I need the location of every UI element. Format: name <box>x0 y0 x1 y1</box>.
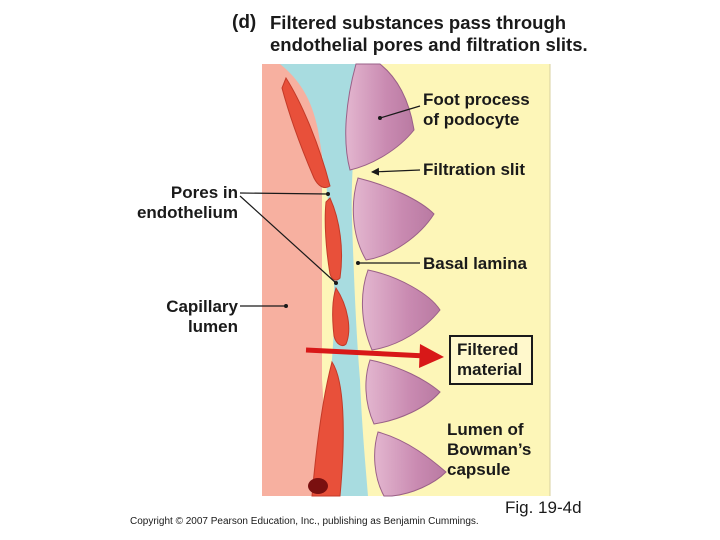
leader-dot-foot-process <box>378 116 382 120</box>
endothelium-segment-4 <box>311 360 344 497</box>
label-bowman-line1: Lumen of <box>447 420 524 439</box>
figure-title: Filtered substances pass through endothe… <box>270 12 588 56</box>
label-capillary-lumen: Capillary lumen <box>110 297 238 337</box>
label-bowman-lumen: Lumen of Bowman’s capsule <box>447 420 531 480</box>
capillary-lumen-edge <box>262 64 324 496</box>
foot-process-4 <box>365 359 441 425</box>
label-pores-endothelium: Pores in endothelium <box>110 183 238 223</box>
label-bowman-line2: Bowman’s <box>447 440 532 459</box>
foot-process-3 <box>361 269 441 351</box>
leader-dot-pores-1 <box>326 192 330 196</box>
figure-number: Fig. 19-4d <box>505 498 582 517</box>
label-capillary-line1: Capillary <box>166 297 238 316</box>
endothelium-segment-2 <box>324 197 342 281</box>
label-foot-process: Foot process of podocyte <box>423 90 530 130</box>
basal-lamina-band <box>280 64 368 496</box>
cell-nucleus <box>308 478 328 494</box>
leader-filtration-slit <box>371 167 421 176</box>
label-pores-line2: endothelium <box>136 203 238 222</box>
label-foot-process-line2: of podocyte <box>423 110 520 129</box>
label-bowman-line3: capsule <box>447 460 511 479</box>
label-filtered-material: Filtered material <box>449 335 533 385</box>
title-line-2: endothelial pores and filtration slits. <box>270 34 588 55</box>
leader-dot-pores-2 <box>334 281 338 285</box>
filtration-arrow-shaft <box>305 347 427 359</box>
foot-process-2 <box>352 177 435 261</box>
leader-pores-1 <box>239 192 329 195</box>
label-filtered-line2: material <box>457 360 523 379</box>
foot-process-5 <box>374 431 447 497</box>
endothelium-segment-1 <box>281 76 331 189</box>
leader-pores-2 <box>239 195 337 284</box>
label-capillary-line2: lumen <box>187 317 238 336</box>
copyright-notice: Copyright © 2007 Pearson Education, Inc.… <box>130 516 479 527</box>
label-filtered-line1: Filtered <box>457 340 519 359</box>
label-foot-process-line1: Foot process <box>423 90 530 109</box>
filtration-arrow-head <box>419 344 444 368</box>
label-pores-line1: Pores in <box>170 183 238 202</box>
panel-letter: (d) <box>232 12 257 33</box>
endothelium-segment-3 <box>332 286 350 347</box>
leader-dot-basal-lamina <box>356 261 360 265</box>
label-filtration-slit: Filtration slit <box>423 160 525 179</box>
label-basal-lamina: Basal lamina <box>423 254 527 273</box>
leader-dot-capillary-lumen <box>284 304 288 308</box>
leader-foot-process <box>379 105 421 119</box>
title-line-1: Filtered substances pass through <box>270 12 567 33</box>
